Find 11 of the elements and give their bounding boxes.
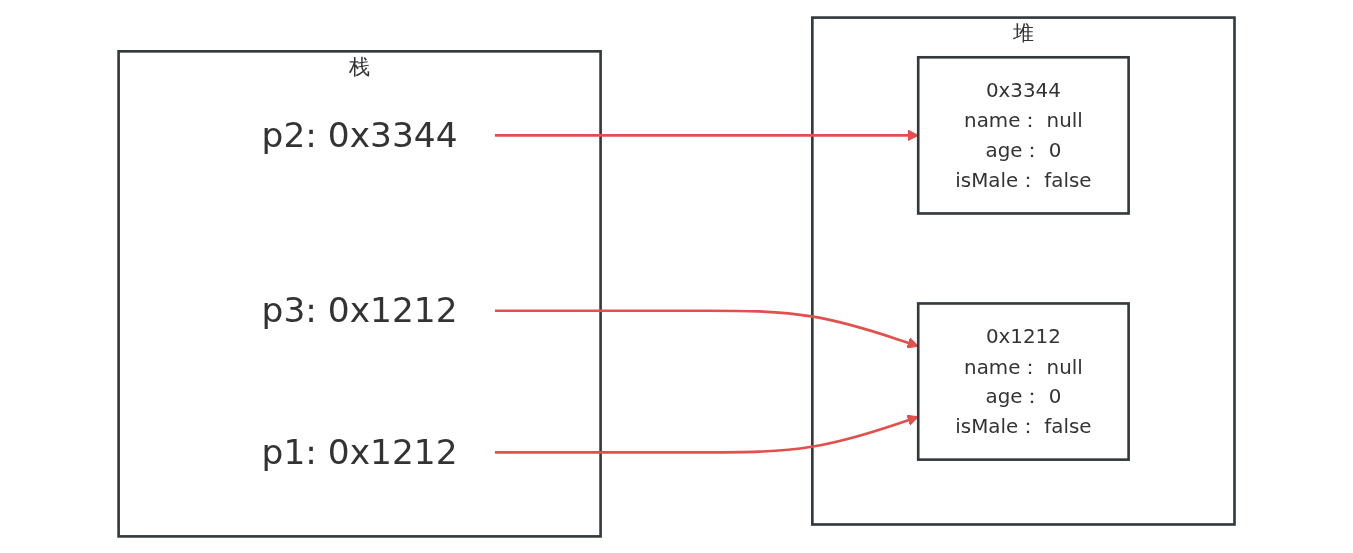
cluster	[810, 15, 1236, 526]
arrow	[494, 308, 919, 348]
node-text: p3: 0x1212	[261, 289, 458, 330]
cluster	[117, 49, 602, 538]
node-box	[916, 55, 1130, 215]
memory-diagram: 堆 栈 p2: 0x3344 p3: 0x1212 p1: 0x1212 0x3344 name： null age： 0 isMale： false 0x1212 name： null age： 0 isMale： false	[107, 6, 1246, 547]
node-box	[916, 301, 1130, 461]
node-text: p2: 0x3344	[261, 114, 458, 155]
arrow	[494, 129, 919, 141]
arrow	[494, 414, 919, 454]
node-text: p1: 0x1212	[261, 431, 458, 472]
